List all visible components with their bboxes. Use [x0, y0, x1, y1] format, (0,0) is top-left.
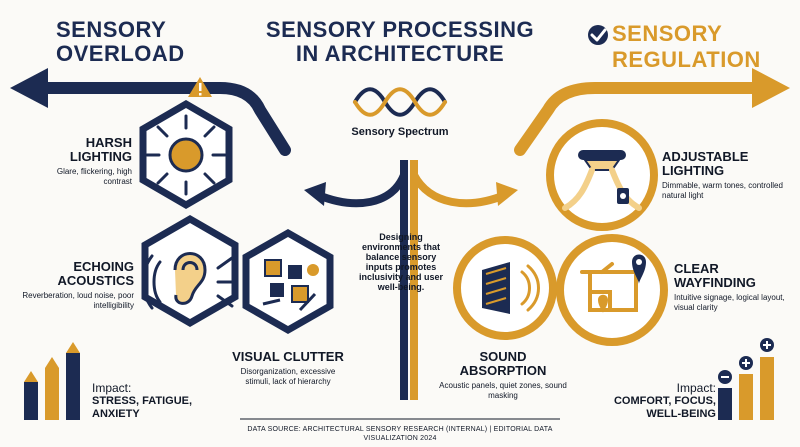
footer-source: DATA SOURCE: ARCHITECTURAL SENSORY RESEA… [247, 426, 553, 442]
spectrum-label: Sensory Spectrum [351, 126, 449, 138]
clear-wayfinding-title: CLEAR WAYFINDING [674, 261, 756, 290]
visual-clutter-title: VISUAL CLUTTER [232, 349, 344, 364]
overload-heading-line2: OVERLOAD [56, 41, 185, 66]
impact-left: Impact: STRESS, FATIGUE, ANXIETY [92, 382, 232, 421]
overload-heading: SENSORY OVERLOAD [56, 18, 196, 66]
impact-left-value: STRESS, FATIGUE, ANXIETY [92, 395, 193, 420]
visual-clutter-desc: Disorganization, excessive stimuli, lack… [240, 367, 336, 386]
adjustable-lighting-block: ADJUSTABLE LIGHTING Dimmable, warm tones… [662, 150, 792, 201]
impact-left-bars [24, 342, 80, 420]
page-title: SENSORY PROCESSING IN ARCHITECTURE [250, 18, 550, 66]
clear-wayfinding-desc: Intuitive signage, logical layout, visua… [674, 293, 785, 312]
sound-absorption-title: SOUND ABSORPTION [459, 349, 547, 378]
echoing-acoustics-desc: Reverberation, loud noise, poor intellig… [22, 291, 134, 310]
ear-icon [141, 252, 236, 310]
clutter-icon [262, 259, 319, 312]
plus-icon [739, 356, 753, 370]
overload-arrow [10, 68, 291, 156]
warning-icon [188, 77, 212, 97]
regulation-arrow [514, 68, 790, 156]
sound-absorption-block: SOUND ABSORPTION Acoustic panels, quiet … [438, 350, 568, 401]
adjustable-lighting-desc: Dimmable, warm tones, controlled natural… [662, 181, 783, 200]
acoustic-panel-icon [482, 262, 540, 314]
page-title-line1: SENSORY PROCESSING [265, 17, 535, 42]
visual-clutter-block: VISUAL CLUTTER Disorganization, excessiv… [228, 350, 348, 387]
harsh-lighting-block: HARSH LIGHTING Glare, flickering, high c… [34, 136, 132, 187]
echoing-acoustics-block: ECHOING ACOUSTICS Reverberation, loud no… [6, 260, 134, 311]
ceiling-light-icon [562, 150, 642, 211]
sound-absorption-desc: Acoustic panels, quiet zones, sound mask… [439, 381, 567, 400]
warning-icon [24, 342, 80, 382]
harsh-lighting-title: HARSH LIGHTING [69, 135, 132, 164]
center-note: Designing environments that balance sens… [358, 232, 444, 292]
check-circle-icon [588, 25, 608, 45]
regulation-heading-line2: REGULATION [612, 47, 761, 72]
plus-icon [760, 338, 774, 352]
impact-right-bars [718, 338, 774, 420]
clear-wayfinding-block: CLEAR WAYFINDING Intuitive signage, logi… [674, 262, 794, 313]
impact-right-label: Impact: [676, 381, 716, 395]
regulation-heading: SENSORY REGULATION [612, 22, 782, 72]
regulation-heading-line1: SENSORY [612, 21, 723, 46]
overload-heading-line1: SENSORY [56, 17, 167, 42]
impact-right-value: COMFORT, FOCUS, WELL-BEING [613, 395, 716, 420]
map-pin-icon [580, 254, 646, 313]
harsh-lighting-desc: Glare, flickering, high contrast [56, 167, 132, 186]
circle-adjustable-lighting [546, 119, 658, 231]
minus-icon [718, 370, 732, 384]
impact-right: Impact: COMFORT, FOCUS, WELL-BEING [580, 382, 716, 421]
page-title-line2: IN ARCHITECTURE [295, 41, 505, 66]
sine-wave-icon [353, 87, 447, 117]
echoing-acoustics-title: ECHOING ACOUSTICS [57, 259, 134, 288]
impact-left-label: Impact: [92, 381, 132, 395]
adjustable-lighting-title: ADJUSTABLE LIGHTING [662, 149, 749, 178]
center-paths [304, 160, 518, 400]
hexagon-visual-clutter [242, 228, 334, 335]
sun-icon [145, 114, 227, 196]
